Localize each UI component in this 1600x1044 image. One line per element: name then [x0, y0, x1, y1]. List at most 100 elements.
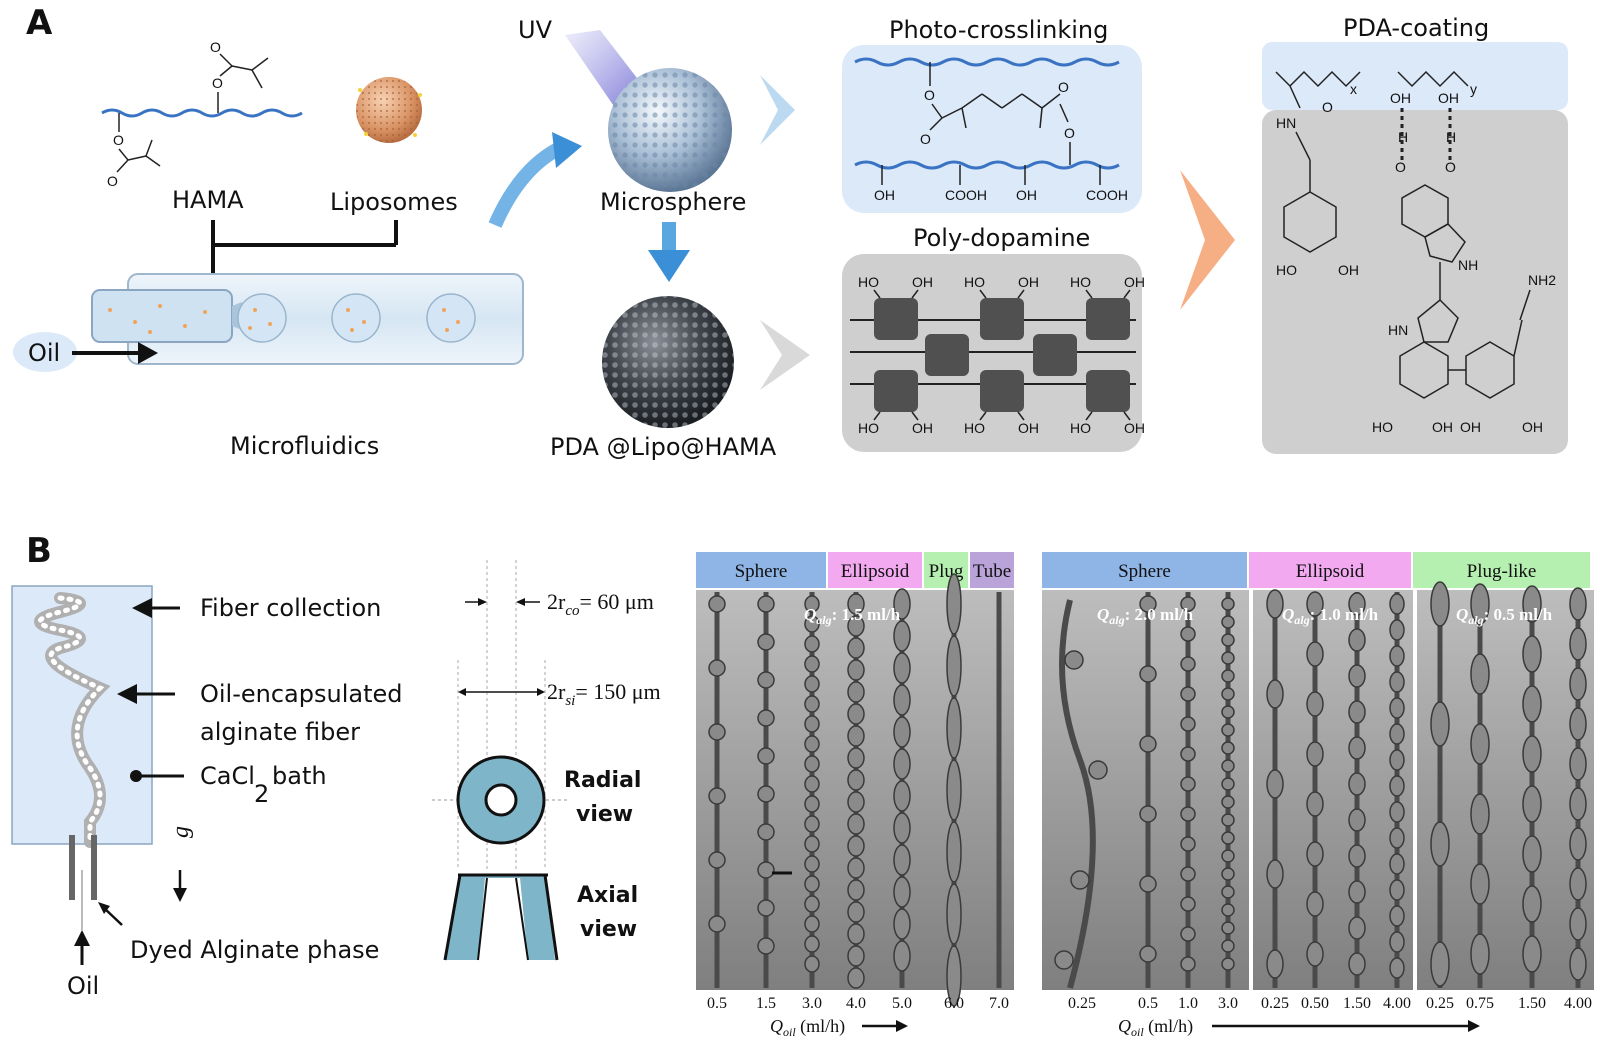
fiber-bead	[757, 785, 775, 803]
fiber-bead	[1139, 665, 1157, 683]
fiber-bead	[847, 681, 865, 703]
hama-o-3: O	[212, 75, 223, 91]
fiber-bead	[804, 755, 820, 773]
axial-view-label: view	[580, 917, 637, 942]
fiber-bead	[946, 573, 962, 635]
rsi-label: 2rsi= 150 μm	[547, 679, 661, 709]
nozzle	[69, 835, 97, 930]
q-alg-right-1: Qalg: 2.0 ml/h	[1097, 605, 1194, 627]
hama-o-1: O	[113, 132, 124, 148]
fiber-bead	[1389, 801, 1405, 823]
fiber-bead	[1389, 879, 1405, 901]
coat-nh2: NH2	[1528, 272, 1556, 288]
pda-coating-title: PDA-coating	[1343, 14, 1489, 42]
fiber-bead	[804, 955, 820, 973]
axial-view-diagram	[443, 873, 559, 961]
pda-lipo-hama-label: PDA @Lipo@HAMA	[550, 433, 777, 461]
fiber-bead	[1569, 907, 1587, 941]
fiber-bead	[1180, 956, 1196, 972]
fiber-bead	[1221, 849, 1235, 863]
fiber-bead	[1389, 957, 1405, 979]
coat-o-2: O	[1395, 159, 1406, 175]
radial-view-label: view	[576, 802, 633, 827]
fiber-bead	[1569, 947, 1587, 981]
xl-cooh-2: COOH	[1086, 187, 1128, 203]
xl-oh-2: OH	[1016, 187, 1037, 203]
fiber-bead	[708, 915, 726, 933]
hama-label: HAMA	[172, 186, 244, 214]
liposomes-label: Liposomes	[330, 188, 458, 216]
fiber-bead	[1139, 735, 1157, 753]
fiber-bead	[893, 748, 911, 780]
fiber-bead	[847, 813, 865, 835]
fiber-bead	[893, 684, 911, 716]
fiber-bead	[1522, 585, 1542, 623]
fiber-bead	[1430, 821, 1450, 867]
fiber-bead	[1221, 885, 1235, 899]
fiber-bead	[1180, 656, 1196, 672]
fiber-bead	[893, 588, 911, 620]
pda-sphere-icon	[602, 296, 734, 428]
tick-label: 0.5	[1138, 995, 1158, 1012]
tick-label: 0.50	[1301, 995, 1329, 1012]
xl-oh-1: OH	[874, 187, 895, 203]
fiber-bead	[804, 795, 820, 813]
fiber-bead	[946, 635, 962, 697]
fiber-bead	[1470, 723, 1490, 765]
tick-label: 1.0	[1178, 995, 1198, 1012]
fiber-bead	[1470, 653, 1490, 695]
oil-arrow-b	[74, 930, 90, 965]
fiber-bead	[1348, 952, 1366, 976]
coat-h-2: H	[1446, 129, 1456, 145]
fiber-bead	[1180, 716, 1196, 732]
fiber-bead	[1064, 650, 1084, 670]
fiber-bead	[1070, 870, 1090, 890]
down-arrow-to-pda	[648, 222, 690, 282]
tick-label: 4.00	[1383, 995, 1411, 1012]
radial-view-diagram	[432, 755, 570, 845]
fiber-bead	[1522, 635, 1542, 673]
fiber-bead	[1348, 844, 1366, 868]
poly-dopamine-title: Poly-dopamine	[913, 224, 1090, 252]
tick-label: 1.5	[756, 995, 776, 1012]
fiber-bead	[1221, 777, 1235, 791]
fiber-collection-label: Fiber collection	[200, 594, 381, 622]
fiber-bead	[1266, 589, 1284, 619]
fiber-bead	[1569, 707, 1587, 741]
pda-oh-2: OH	[1018, 274, 1039, 290]
fiber-bead	[1389, 827, 1405, 849]
fiber-collection-arrow	[132, 598, 180, 618]
fiber-bead	[847, 593, 865, 615]
segment-tube	[970, 552, 1014, 588]
g-label: g	[168, 826, 194, 838]
fiber-bead	[1348, 592, 1366, 616]
coat-hn: HN	[1276, 115, 1296, 131]
coat-oh-5: OH	[1460, 419, 1481, 435]
fiber-bead	[1569, 667, 1587, 701]
fiber-bead	[1389, 671, 1405, 693]
coat-y: y	[1470, 81, 1477, 97]
fiber-strand-curved	[1059, 599, 1096, 989]
fiber-bead	[757, 937, 775, 955]
fiber-bead	[804, 675, 820, 693]
hama-structure: O O O O	[101, 39, 303, 189]
fiber-bead	[847, 615, 865, 637]
fiber-bead	[1266, 949, 1284, 979]
fiber-bead	[804, 855, 820, 873]
axis-label-left: Qoil (ml/h)	[770, 1016, 845, 1039]
fiber-bead	[893, 620, 911, 652]
fiber-bead	[1221, 705, 1235, 719]
curved-arrow-to-microsphere	[488, 141, 564, 228]
photo-crosslinking-box	[842, 45, 1142, 213]
fiber-bead	[847, 967, 865, 989]
fiber-bead	[1306, 691, 1324, 717]
pda-ho-5: HO	[964, 420, 985, 436]
fiber-bead	[1569, 867, 1587, 901]
fiber-bead	[1569, 627, 1587, 661]
oil-arrow-a	[72, 342, 158, 364]
fiber-bead	[1221, 651, 1235, 665]
segment-ellipsoid	[1249, 552, 1411, 588]
fiber-bead	[1306, 891, 1324, 917]
uv-label: UV	[518, 16, 553, 44]
coat-ho-1: HO	[1276, 262, 1297, 278]
